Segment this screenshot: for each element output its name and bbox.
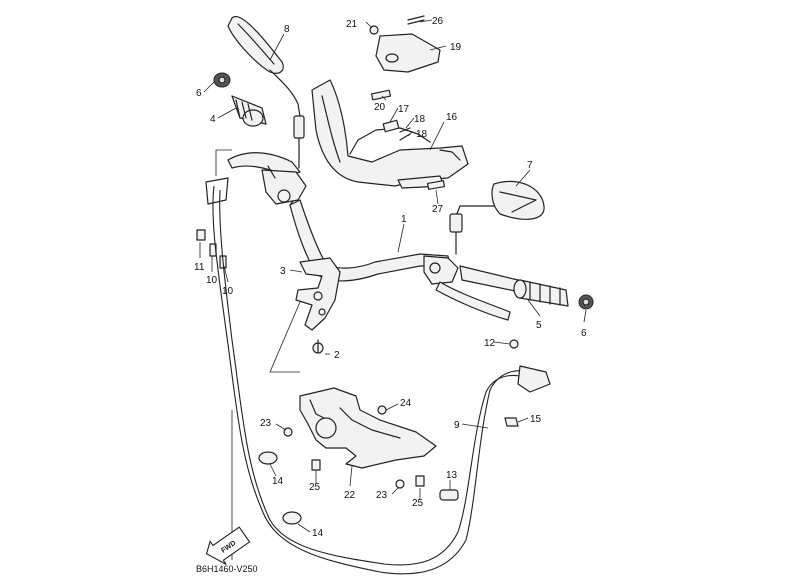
callout-4: 4 — [210, 114, 216, 125]
callout-labels: 1 2 3 4 5 6 6 7 8 9 10 10 11 12 13 14 14… — [194, 16, 587, 539]
callout-24: 24 — [400, 398, 412, 409]
callout-23-right: 23 — [376, 490, 388, 501]
handle-cover-front[interactable] — [311, 79, 469, 189]
callout-27: 27 — [432, 204, 444, 215]
callout-2: 2 — [334, 350, 340, 361]
brake-cables[interactable] — [205, 177, 551, 575]
callout-18-b: 18 — [416, 129, 428, 140]
callout-6-right: 6 — [581, 328, 587, 339]
callout-13: 13 — [446, 470, 458, 481]
callout-5: 5 — [536, 320, 542, 331]
callout-12: 12 — [484, 338, 496, 349]
handle-cover-lower[interactable] — [299, 387, 437, 469]
callout-21: 21 — [346, 19, 358, 30]
callout-20: 20 — [374, 102, 386, 113]
callout-8: 8 — [284, 24, 290, 35]
callout-6-left: 6 — [196, 88, 202, 99]
handle-cover-top[interactable] — [375, 33, 441, 73]
callout-22: 22 — [344, 490, 356, 501]
callout-25-left: 25 — [309, 482, 321, 493]
callout-7: 7 — [527, 160, 533, 171]
grip-end-right[interactable] — [578, 294, 594, 310]
left-mirror[interactable] — [227, 15, 305, 169]
callout-14-b: 14 — [312, 528, 324, 539]
diagram-code: B6H1460-V250 — [196, 564, 258, 574]
callout-25-right: 25 — [412, 498, 424, 509]
callout-10-b: 10 — [222, 286, 234, 297]
fwd-arrow-icon — [205, 526, 251, 565]
callout-10-a: 10 — [206, 275, 218, 286]
callout-17: 17 — [398, 104, 410, 115]
reference-frames — [215, 149, 301, 560]
callout-1: 1 — [401, 214, 407, 225]
leader-lines — [199, 19, 587, 533]
callout-18-a: 18 — [414, 114, 426, 125]
right-grip[interactable] — [459, 265, 569, 307]
callout-19: 19 — [450, 42, 462, 53]
callout-14-a: 14 — [272, 476, 284, 487]
callout-15: 15 — [530, 414, 542, 425]
handlebar-holder[interactable] — [295, 257, 341, 331]
right-mirror[interactable] — [449, 180, 545, 255]
left-lever-assembly[interactable] — [227, 152, 307, 205]
left-grip[interactable] — [231, 95, 267, 127]
cable-clamps — [258, 451, 459, 525]
callout-16: 16 — [446, 112, 458, 123]
callout-23-left: 23 — [260, 418, 272, 429]
callout-11: 11 — [194, 262, 205, 273]
callout-9: 9 — [454, 420, 460, 431]
forward-direction-indicator: FWD — [205, 526, 251, 565]
grip-end-left[interactable] — [213, 72, 231, 88]
callout-3: 3 — [280, 266, 286, 277]
callout-26: 26 — [432, 16, 444, 27]
right-lever-assembly[interactable] — [423, 255, 511, 321]
